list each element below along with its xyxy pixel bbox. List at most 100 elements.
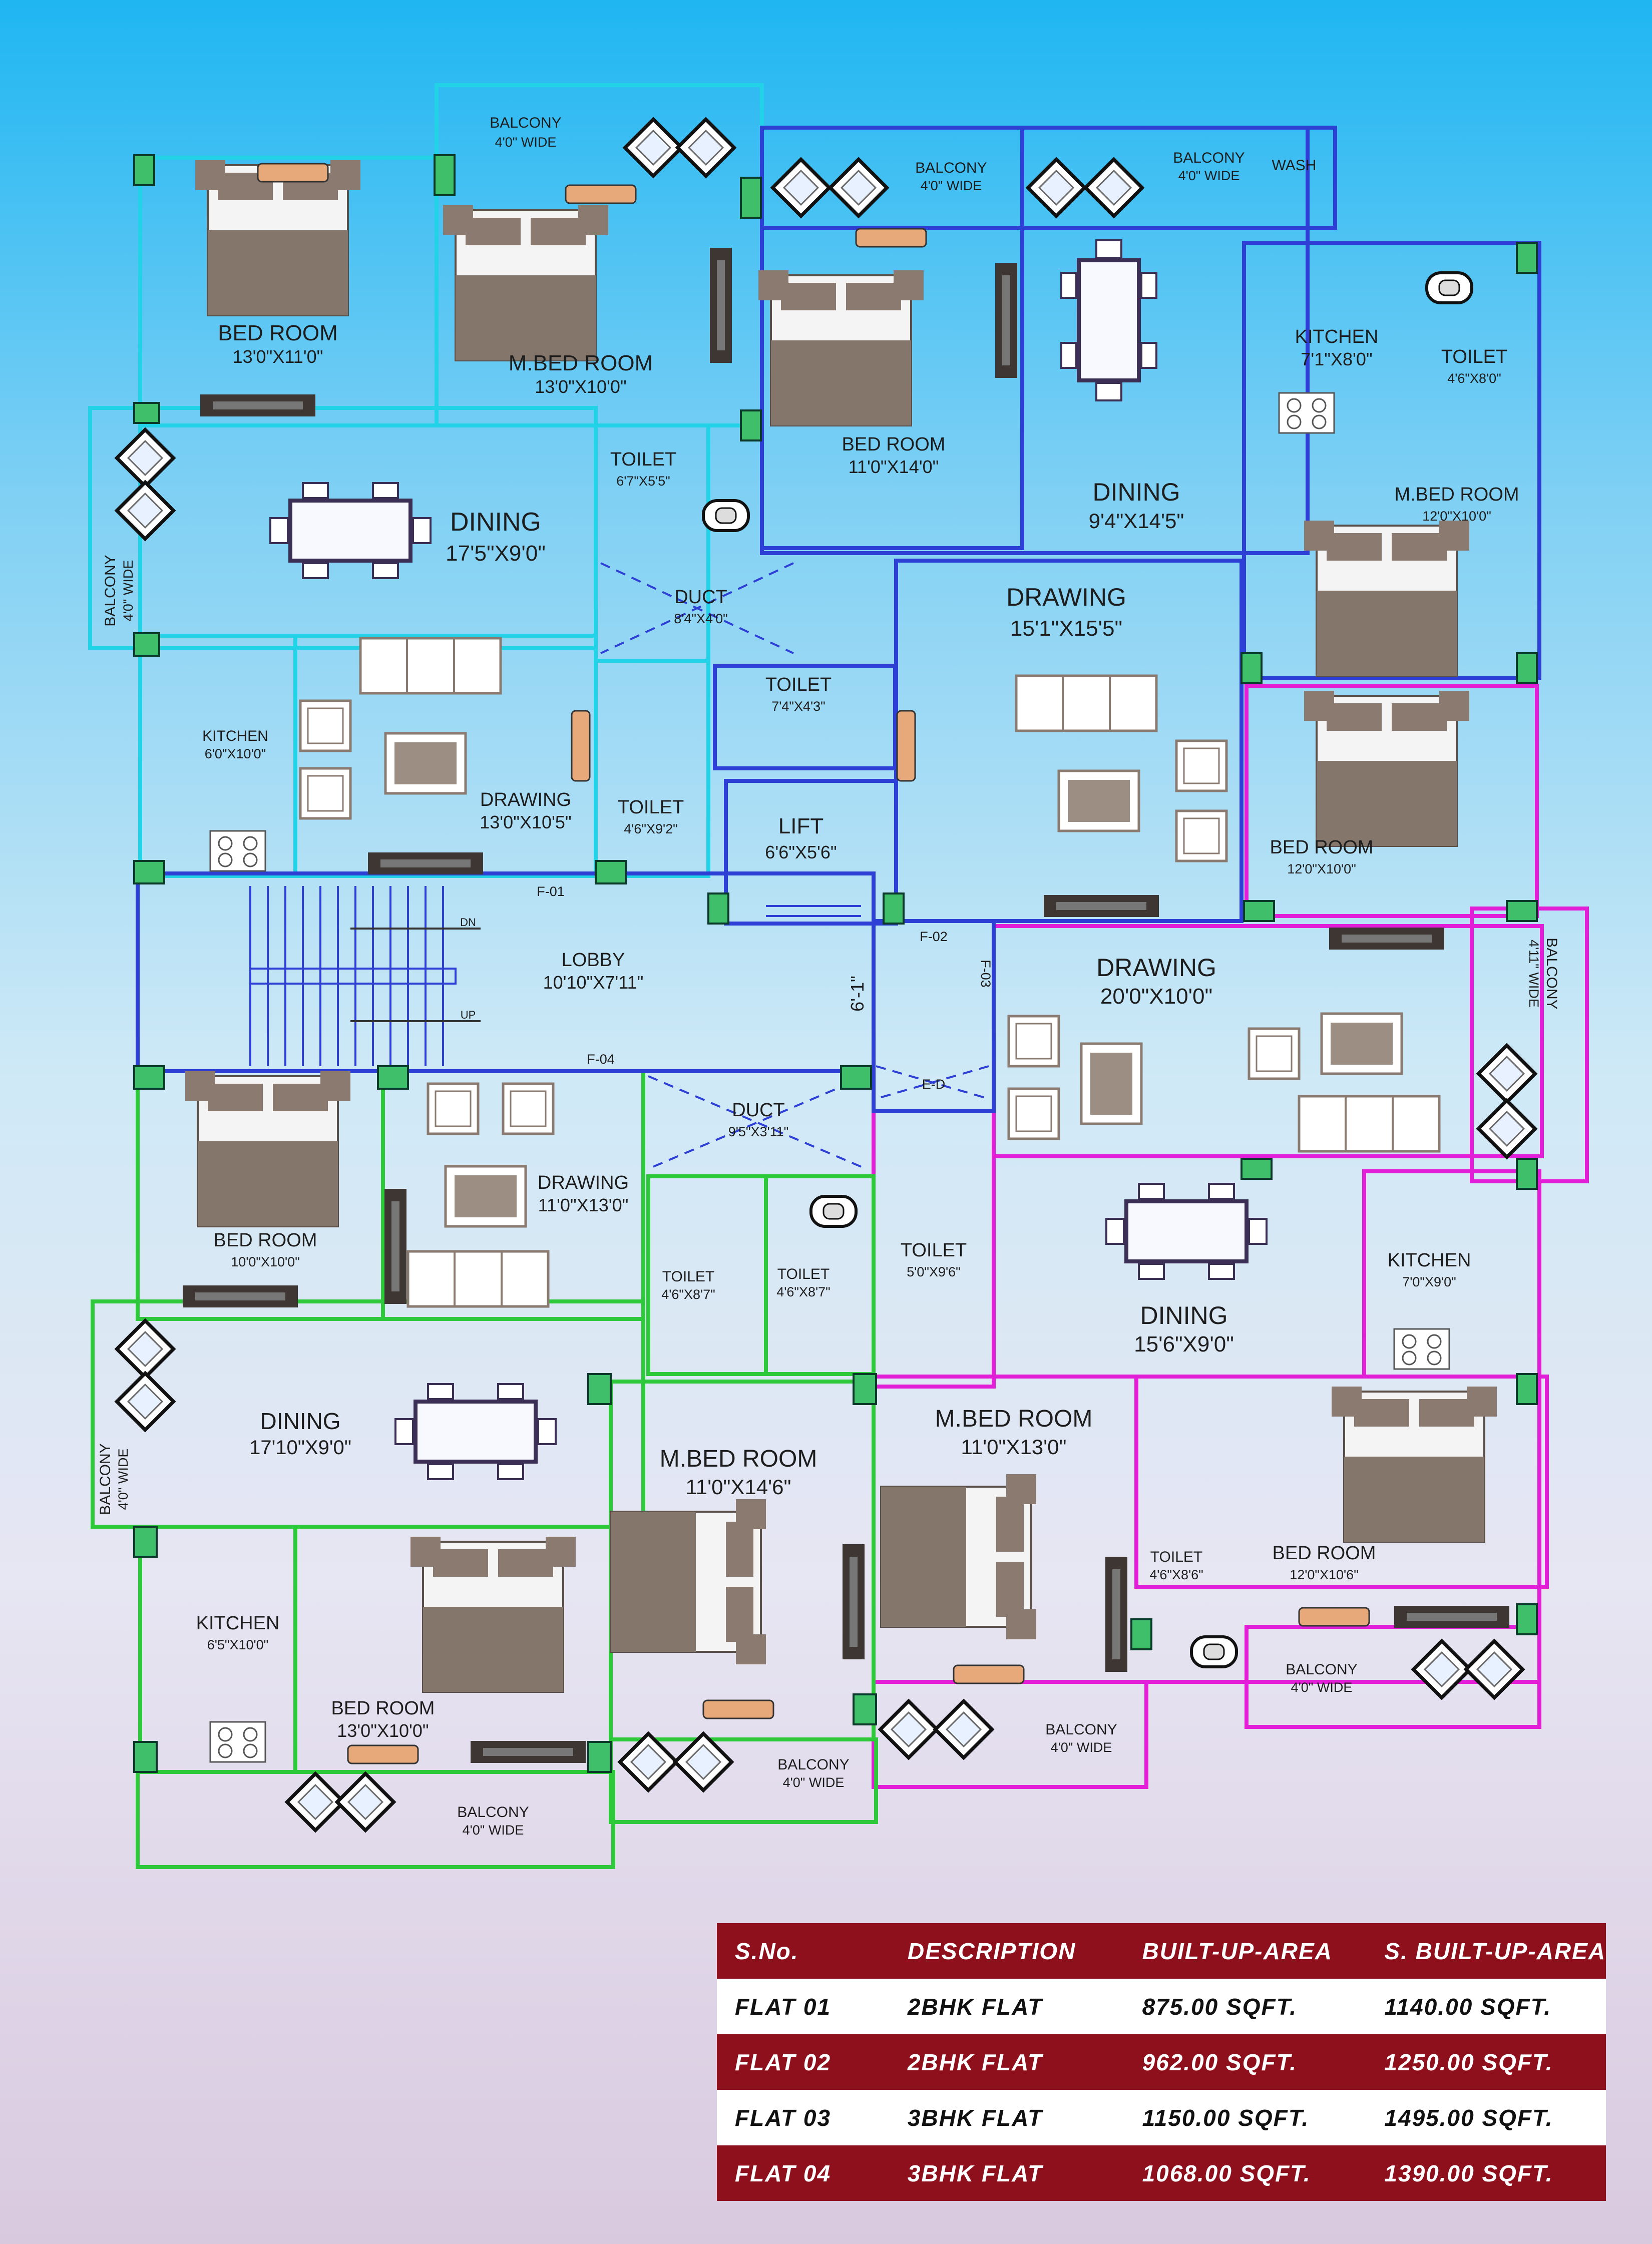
dim-f4-master-bedroom: 11'0"X14'6" — [686, 1475, 791, 1499]
label-f3-bedroom: BED ROOM — [1273, 1543, 1376, 1564]
dim-f3-toilet: 5'0"X9'6" — [907, 1264, 961, 1279]
cell-built-up-area: 875.00 SQFT. — [1124, 1979, 1367, 2034]
room-labels: BALCONY 4'0" WIDE BED ROOM 13'0"X11'0" M… — [97, 115, 1560, 1838]
dim-f2-balcony-1: 4'0" WIDE — [921, 178, 982, 193]
header-built-up-area: BUILT-UP-AREA — [1124, 1923, 1367, 1979]
dim-f4-balcony-2: 4'0" WIDE — [463, 1823, 524, 1838]
label-f2-toilet: TOILET — [1441, 346, 1507, 367]
label-f2-master-bedroom: M.BED ROOM — [1394, 484, 1519, 505]
dim-f1-toilet: 6'7"X5'5" — [616, 474, 670, 489]
dim-f1-drawing: 13'0"X10'5" — [480, 812, 571, 832]
cell-built-up-area: 962.00 SQFT. — [1124, 2034, 1367, 2090]
dim-f3-balcony-3: 4'0" WIDE — [1291, 1680, 1353, 1695]
dim-f4-dining: 17'10"X9'0" — [249, 1437, 351, 1459]
dim-f4-balcony: 4'0" WIDE — [116, 1449, 131, 1510]
label-f4-dining: DINING — [260, 1408, 341, 1434]
label-f4-master-bedroom: M.BED ROOM — [660, 1446, 817, 1472]
dim-f1-master-bedroom: 13'0"X10'0" — [535, 376, 626, 397]
dim-f4-toilet: 4'6"X8'7" — [661, 1287, 715, 1302]
label-f3-balcony-3: BALCONY — [1286, 1661, 1357, 1678]
dim-f2-dining: 9'4"X14'5" — [1089, 509, 1184, 533]
cell-description: 3BHK FLAT — [889, 2145, 1124, 2201]
duct-hatch — [600, 562, 989, 1170]
label-f2-toilet-2: TOILET — [765, 674, 832, 695]
label-lobby: LOBBY — [562, 950, 625, 971]
label-duct-1: DUCT — [674, 587, 727, 608]
label-f1-bedroom: BED ROOM — [218, 321, 338, 345]
dim-f3-balcony: 4'11" WIDE — [1526, 940, 1541, 1008]
marker-f01: F-01 — [537, 884, 565, 899]
label-f4-balcony: BALCONY — [97, 1443, 114, 1515]
dim-f3-dining: 15'6"X9'0" — [1134, 1332, 1234, 1357]
dim-f4-bedroom-2: 13'0"X10'0" — [337, 1720, 429, 1741]
marker-f02: F-02 — [920, 929, 948, 944]
flat-02-walls — [713, 126, 1541, 926]
core-walls — [136, 871, 996, 1113]
label-f2-dining: DINING — [1093, 478, 1180, 506]
label-f4-toilet: TOILET — [662, 1268, 714, 1285]
label-f3-kitchen: KITCHEN — [1388, 1250, 1471, 1271]
dim-f3-master-bedroom: 11'0"X13'0" — [961, 1435, 1067, 1459]
label-f1-kitchen: KITCHEN — [202, 728, 268, 744]
marker-f04: F-04 — [587, 1052, 615, 1067]
dim-f2-bedroom-2: 12'0"X10'0" — [1287, 861, 1356, 876]
dim-f3-bedroom: 12'0"X10'6" — [1290, 1567, 1359, 1582]
dim-duct-2: 9'5"X3'11" — [728, 1124, 789, 1139]
table-row: FLAT 04 3BHK FLAT 1068.00 SQFT. 1390.00 … — [717, 2145, 1606, 2201]
label-f3-balcony: BALCONY — [1543, 938, 1560, 1009]
label-f4-balcony-3: BALCONY — [777, 1756, 849, 1773]
label-f2-balcony-1: BALCONY — [915, 160, 987, 176]
label-f3-master-bedroom: M.BED ROOM — [935, 1406, 1093, 1432]
dim-f4-bedroom: 10'0"X10'0" — [231, 1254, 300, 1269]
label-f1-master-bedroom: M.BED ROOM — [509, 351, 653, 375]
dim-f2-master-bedroom: 12'0"X10'0" — [1422, 509, 1491, 524]
dim-f2-kitchen: 7'1"X8'0" — [1301, 349, 1372, 369]
header-description: DESCRIPTION — [889, 1923, 1124, 1979]
label-f1-drawing: DRAWING — [480, 789, 571, 810]
dim-f1-bedroom: 13'0"X11'0" — [233, 346, 323, 367]
cell-description: 2BHK FLAT — [889, 2034, 1124, 2090]
dim-f4-kitchen: 6'5"X10'0" — [207, 1637, 269, 1652]
cell-sno: FLAT 01 — [717, 1979, 890, 2034]
label-f3-dining: DINING — [1140, 1301, 1228, 1329]
cell-super-built-up-area: 1140.00 SQFT. — [1366, 1979, 1606, 2034]
table-row: FLAT 02 2BHK FLAT 962.00 SQFT. 1250.00 S… — [717, 2034, 1606, 2090]
table-row: FLAT 01 2BHK FLAT 875.00 SQFT. 1140.00 S… — [717, 1979, 1606, 2034]
dim-f3-drawing: 20'0"X10'0" — [1100, 984, 1212, 1009]
label-wash: WASH — [1272, 157, 1317, 174]
cell-built-up-area: 1150.00 SQFT. — [1124, 2090, 1367, 2145]
label-f3-balcony-2: BALCONY — [1045, 1721, 1117, 1738]
label-balcony-top: BALCONY — [490, 115, 561, 131]
label-f3-toilet: TOILET — [901, 1240, 967, 1261]
dim-f2-drawing: 15'1"X15'5" — [1010, 616, 1122, 641]
dim-f1-dining: 17'5"X9'0" — [446, 541, 546, 566]
dim-f1-balcony: 4'0" WIDE — [121, 560, 136, 622]
marker-up: UP — [461, 1009, 476, 1021]
dim-f4-drawing: 11'0"X13'0" — [538, 1195, 629, 1215]
dim-f1-toilet-2: 4'6"X9'2" — [624, 821, 678, 836]
cell-built-up-area: 1068.00 SQFT. — [1124, 2145, 1367, 2201]
label-f3-drawing: DRAWING — [1096, 954, 1216, 982]
dim-f4-toilet-2: 4'6"X8'7" — [776, 1284, 831, 1299]
header-sno: S.No. — [717, 1923, 890, 1979]
cell-sno: FLAT 02 — [717, 2034, 890, 2090]
label-f1-dining: DINING — [450, 508, 541, 537]
dim-f1-kitchen: 6'0"X10'0" — [205, 746, 266, 761]
dim-lobby: 10'10"X7'11" — [543, 972, 644, 993]
cell-sno: FLAT 03 — [717, 2090, 890, 2145]
cell-description: 2BHK FLAT — [889, 1979, 1124, 2034]
label-f2-drawing: DRAWING — [1006, 583, 1126, 611]
lift-shaft — [766, 905, 861, 917]
dim-f4-balcony-3: 4'0" WIDE — [783, 1775, 845, 1790]
lobby-dimension: 6'-1" — [847, 976, 868, 1012]
dim-f3-toilet-2: 4'6"X8'6" — [1149, 1567, 1203, 1582]
label-lift: LIFT — [778, 814, 823, 838]
label-f1-toilet-2: TOILET — [618, 797, 684, 818]
columns — [133, 154, 1538, 1773]
cell-description: 3BHK FLAT — [889, 2090, 1124, 2145]
marker-f03: F-03 — [978, 960, 993, 988]
marker-ed: E-D — [922, 1077, 946, 1092]
dim-f3-kitchen: 7'0"X9'0" — [1402, 1274, 1456, 1289]
label-f4-drawing: DRAWING — [538, 1172, 629, 1193]
header-super-built-up-area: S. BUILT-UP-AREA — [1366, 1923, 1606, 1979]
